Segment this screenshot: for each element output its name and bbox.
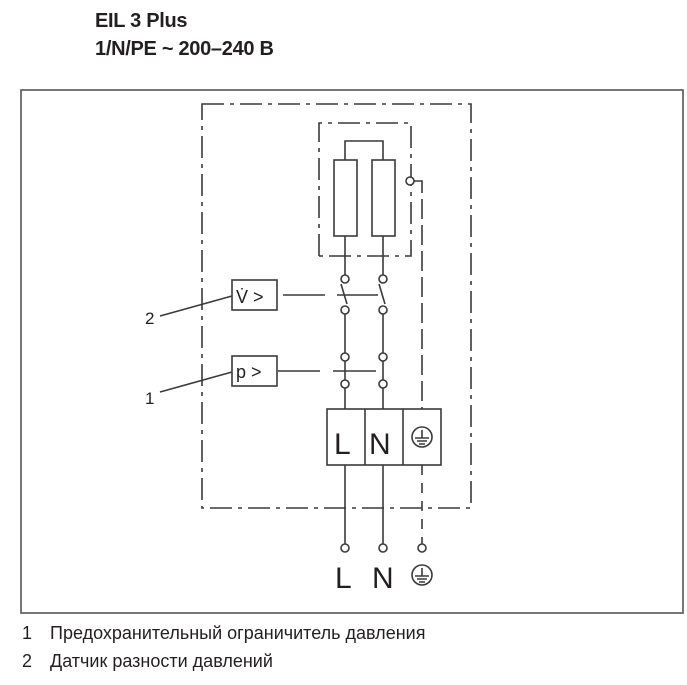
pressure-switch-label: p > xyxy=(236,362,262,382)
heating-element-2 xyxy=(371,159,396,237)
legend-item-2: 2 Датчик разности давлений xyxy=(22,651,273,672)
legend-num: 1 xyxy=(22,623,33,643)
legend-item-1: 1 Предохранительный ограничитель давления xyxy=(22,623,425,644)
terminal-N: N xyxy=(369,428,391,461)
callout-2: 2 xyxy=(145,309,154,328)
pressure-switch: p > 1 xyxy=(145,355,376,408)
protective-earth-icon xyxy=(411,426,433,448)
wire-N xyxy=(378,236,388,409)
legend-num: 2 xyxy=(22,651,33,671)
legend-text: Датчик разности давлений xyxy=(50,651,273,671)
diagram-frame xyxy=(20,89,684,614)
overheat-contact xyxy=(405,176,423,409)
terminal-L: L xyxy=(334,428,351,461)
diagram-title: EIL 3 Plus xyxy=(95,10,188,32)
diagram-subtitle: 1/N/PE ~ 200–240 B xyxy=(95,38,274,60)
callout-1: 1 xyxy=(145,389,154,408)
flow-sensor-label: V̇ > xyxy=(236,287,264,307)
unit-boundary xyxy=(201,103,472,509)
flow-sensor: V̇ > 2 xyxy=(145,279,378,328)
supply-L: L xyxy=(335,562,352,595)
supply-wires: L N xyxy=(335,465,433,595)
terminal-block: L N xyxy=(326,408,442,466)
heater-boundary xyxy=(318,122,412,257)
wire-L xyxy=(340,236,350,409)
heating-element-1 xyxy=(333,159,358,237)
heater-elements xyxy=(333,140,396,237)
supply-earth-icon xyxy=(411,564,433,586)
legend-text: Предохранительный ограничитель давления xyxy=(50,623,426,643)
supply-N: N xyxy=(372,562,394,595)
